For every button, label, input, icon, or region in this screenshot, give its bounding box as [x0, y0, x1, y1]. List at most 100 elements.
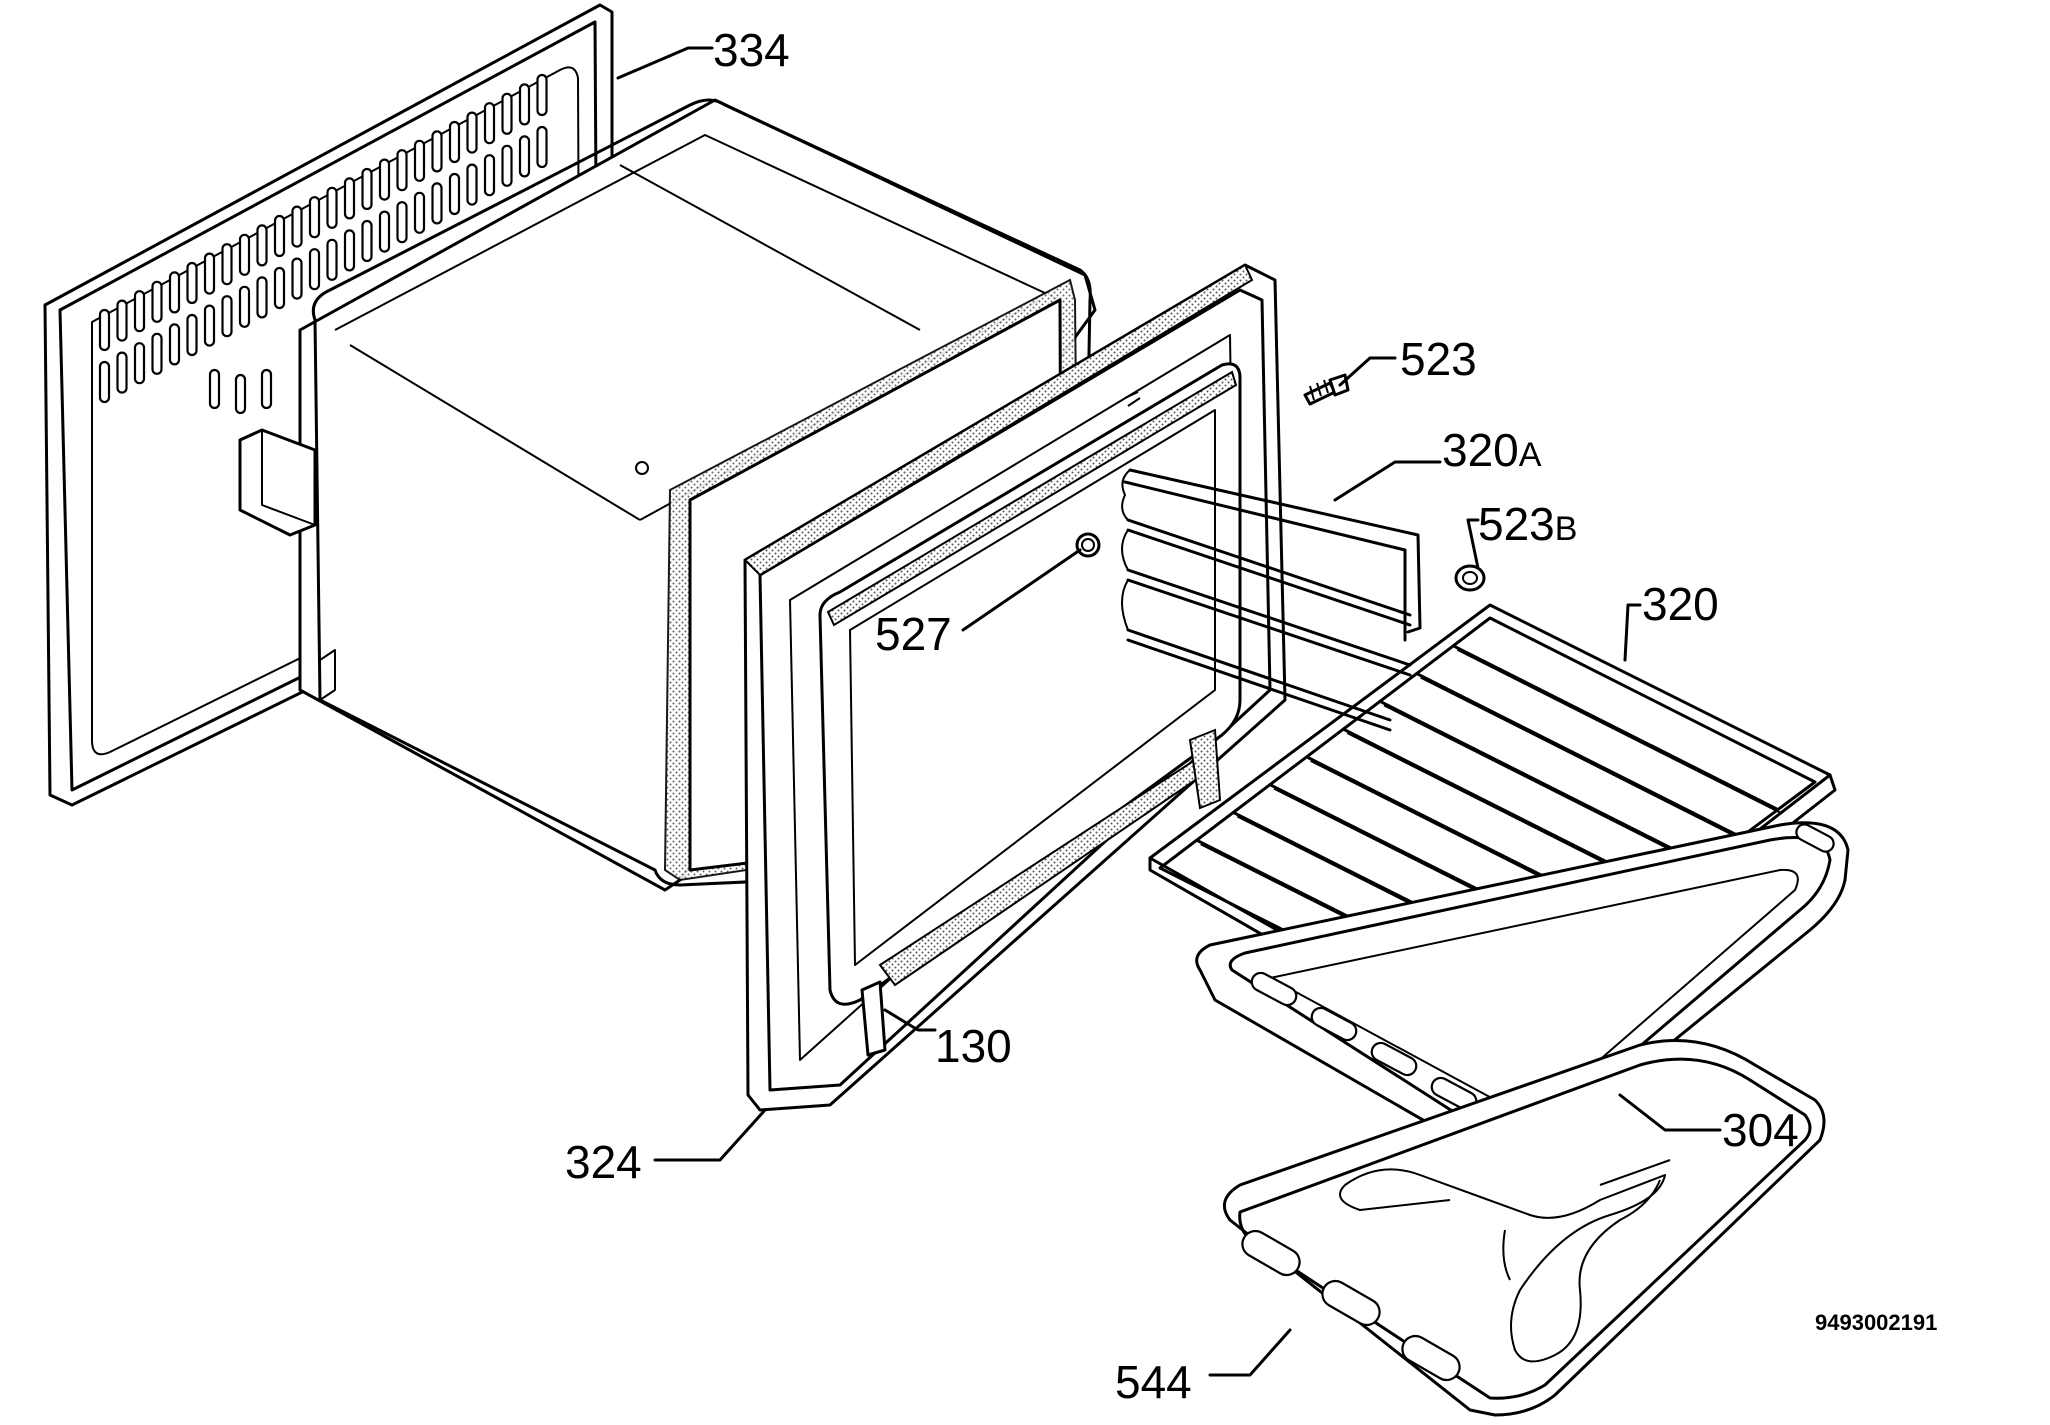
vent-slot	[203, 252, 216, 295]
baking-tray-304	[1195, 821, 1850, 1154]
vent-slot	[291, 205, 303, 248]
vent-slot	[396, 201, 408, 244]
vent-slot	[238, 285, 251, 328]
vent-slot	[361, 219, 373, 263]
vent-slot	[151, 280, 163, 323]
vent-slot	[273, 214, 286, 258]
vent-slot	[168, 271, 181, 314]
vent-slot	[518, 135, 531, 178]
vent-slot	[203, 304, 216, 347]
label-544: 544	[1115, 1356, 1192, 1408]
vent-slot	[238, 233, 251, 276]
drip-pan-slots	[1241, 1229, 1461, 1382]
vent-slot	[133, 290, 146, 333]
vent-slot	[466, 163, 478, 206]
label-523b-suffix: B	[1555, 510, 1578, 548]
vent-slot	[208, 368, 221, 410]
label-324: 324	[565, 1136, 642, 1188]
vent-slot	[116, 299, 128, 342]
vent-slot	[431, 130, 443, 173]
vent-slot	[483, 154, 496, 197]
baking-tray-slots	[1250, 823, 1835, 1112]
vent-slot	[308, 196, 321, 239]
vent-slot	[536, 73, 548, 117]
vent-slot	[536, 125, 548, 169]
screw-523	[1303, 373, 1350, 406]
vent-slot	[98, 360, 111, 404]
label-130: 130	[935, 1020, 1012, 1072]
vent-slot	[518, 83, 531, 126]
shelf-rod	[1415, 672, 1743, 839]
vent-slot	[466, 111, 478, 154]
front-frame-324	[743, 263, 1287, 1112]
shelf-rod	[1420, 676, 1746, 843]
vent-slot	[413, 139, 426, 182]
grommet-523b	[1454, 564, 1486, 592]
label-320a: 320	[1442, 424, 1519, 476]
svg-text:320: 320	[1642, 578, 1719, 630]
svg-text:320A: 320A	[1442, 424, 1542, 476]
vent-slot	[291, 257, 303, 300]
vent-slot	[98, 308, 111, 352]
vent-slot	[116, 351, 128, 394]
pan-slot	[1401, 1334, 1461, 1382]
vent-slot	[256, 224, 268, 267]
vent-slot	[431, 182, 443, 225]
shelf-rod	[1378, 699, 1706, 867]
label-320: 320	[1642, 578, 1719, 630]
vent-slot	[378, 210, 391, 253]
pan-slot	[1241, 1229, 1301, 1277]
vent-slot	[378, 158, 391, 201]
tray-slot	[1310, 1006, 1358, 1042]
svg-text:304: 304	[1722, 1104, 1799, 1156]
vent-slot	[221, 243, 233, 286]
vent-slot	[448, 172, 461, 216]
vent-slot	[151, 332, 163, 375]
side-runner-320a	[1121, 468, 1422, 732]
vent-slot	[326, 186, 338, 229]
vent-slot	[308, 248, 321, 291]
vent-slot	[361, 167, 373, 211]
label-334: 334	[713, 24, 790, 76]
label-320a-suffix: A	[1519, 436, 1542, 474]
vent-slot	[343, 177, 356, 220]
vent-slot	[501, 144, 513, 187]
label-523: 523	[1400, 333, 1477, 385]
vent-slot	[413, 191, 426, 234]
rear-panel-vent-slots	[98, 73, 548, 415]
vent-slot	[133, 342, 146, 385]
pan-slot	[1321, 1279, 1381, 1327]
vent-slot	[186, 261, 198, 305]
vent-slot	[273, 266, 286, 310]
vent-slot	[501, 92, 513, 135]
tray-slot	[1370, 1041, 1418, 1077]
tray-slot	[1250, 971, 1298, 1007]
label-527: 527	[875, 608, 952, 660]
svg-text:527: 527	[875, 608, 952, 660]
vent-slot	[256, 276, 268, 319]
vent-slot	[186, 313, 198, 357]
vent-slot	[221, 295, 233, 338]
label-523b: 523	[1478, 498, 1555, 550]
svg-text:130: 130	[935, 1020, 1012, 1072]
svg-text:523B: 523B	[1478, 498, 1577, 550]
document-number: 9493002191	[1815, 1310, 1937, 1335]
shelf-rod	[1451, 644, 1780, 812]
vent-slot	[326, 238, 338, 281]
svg-text:324: 324	[565, 1136, 642, 1188]
shelf-rod	[1456, 648, 1783, 815]
drip-pan-544	[1222, 1039, 1826, 1417]
svg-text:334: 334	[713, 24, 790, 76]
vent-slot	[168, 323, 181, 366]
label-304: 304	[1722, 1104, 1799, 1156]
vent-slot	[234, 373, 247, 415]
vent-slot	[260, 368, 273, 410]
tray-slot	[1795, 823, 1835, 853]
svg-text:523: 523	[1400, 333, 1477, 385]
vent-slot	[448, 120, 461, 164]
vent-slot	[483, 102, 496, 145]
part-labels: 334 523 320A 523B 320 527 130 304 324 54…	[565, 24, 1937, 1408]
svg-text:9493002191: 9493002191	[1815, 1310, 1937, 1335]
leader-lines	[616, 46, 1722, 1377]
